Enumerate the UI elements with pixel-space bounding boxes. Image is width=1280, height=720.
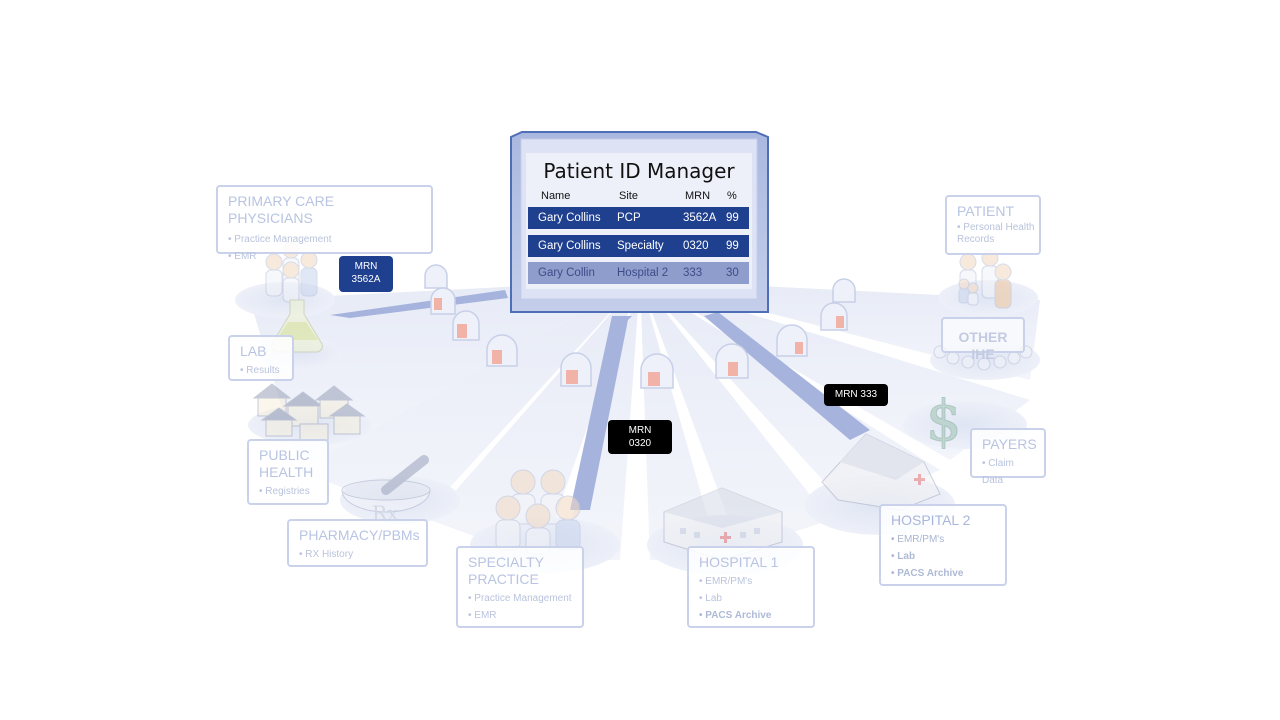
node-title: HOSPITAL 1 [699, 554, 779, 570]
node-public-health: PUBLIC HEALTH Registries [247, 439, 329, 505]
node-lab: LAB Results [228, 335, 294, 381]
patient-id-manager: Patient ID Manager Name Site MRN % Gary … [508, 131, 770, 313]
node-other-ihe: OTHER IHE [941, 317, 1025, 362]
node-item: Lab [891, 548, 995, 565]
callout-line: 3562A [351, 274, 381, 285]
svg-text:$: $ [926, 389, 962, 454]
node-figures: Rx $ [252, 241, 1033, 561]
node-title: PAYERS [982, 436, 1037, 452]
cell-name: Gary Collins [538, 212, 601, 224]
node-title: OTHER IHE [958, 329, 1008, 362]
cell-name: Gary Collin [538, 267, 595, 279]
node-item: EMR/PM's [699, 573, 803, 590]
cell-mrn: 0320 [683, 240, 709, 252]
column-header-site: Site [619, 190, 638, 202]
data-capsules [424, 264, 856, 389]
node-title: HOSPITAL 2 [891, 512, 971, 528]
node-title: PUBLIC HEALTH [259, 447, 314, 480]
node-item: Practice Management [468, 590, 572, 607]
callout-line: MRN 333 [834, 389, 878, 400]
cell-site: PCP [617, 212, 641, 224]
node-payers: PAYERS Claim Data [970, 428, 1046, 486]
node-item: PACS Archive [699, 607, 803, 624]
callout-line: 0320 [628, 438, 652, 449]
node-title: PATIENT [957, 203, 1015, 219]
node-item: EMR [468, 607, 572, 624]
node-item: EMR/PM's [891, 531, 995, 548]
cell-site: Specialty [617, 240, 664, 252]
column-header-name: Name [541, 190, 571, 202]
node-title: LAB [240, 343, 267, 359]
cell-percent: 99 [726, 212, 739, 224]
active-connections [330, 290, 870, 510]
node-item: Claim Data [982, 455, 1034, 489]
callout-specialty-mrn: MRN 0320 [608, 420, 672, 454]
cell-mrn: 3562A [683, 212, 717, 224]
patient-row: Gary Collin Hospital 2 333 30 [528, 262, 749, 284]
node-item: Registries [259, 483, 317, 500]
node-item: EMR [228, 248, 421, 265]
node-title: PHARMACY/PBMs [299, 527, 420, 543]
node-item: Practice Management [228, 231, 421, 248]
node-hospital-2: HOSPITAL 2 EMR/PM's Lab PACS Archive [879, 504, 1007, 586]
callout-line: MRN [628, 425, 652, 436]
node-patient: PATIENT Personal Health Records [945, 195, 1041, 255]
manager-title: Patient ID Manager [543, 159, 735, 183]
node-item: Results [240, 362, 282, 379]
node-hospital-1: HOSPITAL 1 EMR/PM's Lab PACS Archive [687, 546, 815, 628]
node-specialty-practice: SPECIALTY PRACTICE Practice Management E… [456, 546, 584, 628]
callout-hospital2-mrn: MRN 333 [824, 384, 888, 406]
node-title: PRIMARY CARE PHYSICIANS [228, 193, 335, 226]
cell-mrn: 333 [683, 267, 703, 279]
node-item: PACS Archive [891, 565, 995, 582]
node-item: Personal Health Records [957, 222, 1037, 246]
column-header-percent: % [727, 190, 737, 202]
patient-row: Gary Collins Specialty 0320 99 [528, 235, 749, 257]
cell-name: Gary Collins [538, 240, 601, 252]
node-item: RX History [299, 546, 416, 563]
cell-percent: 30 [726, 267, 739, 279]
node-primary-care-physicians: PRIMARY CARE PHYSICIANS Practice Managem… [216, 185, 433, 262]
callout-line: MRN [354, 261, 378, 272]
cell-site: Hospital 2 [617, 267, 669, 279]
callout-pcp-mrn: MRN 3562A [339, 256, 393, 292]
cell-percent: 99 [726, 240, 739, 252]
column-header-mrn: MRN [685, 190, 711, 202]
node-title: SPECIALTY PRACTICE [468, 554, 544, 587]
node-item: Lab [699, 590, 803, 607]
patient-row: Gary Collins PCP 3562A 99 [528, 207, 749, 229]
node-pharmacy: PHARMACY/PBMs RX History [287, 519, 428, 567]
